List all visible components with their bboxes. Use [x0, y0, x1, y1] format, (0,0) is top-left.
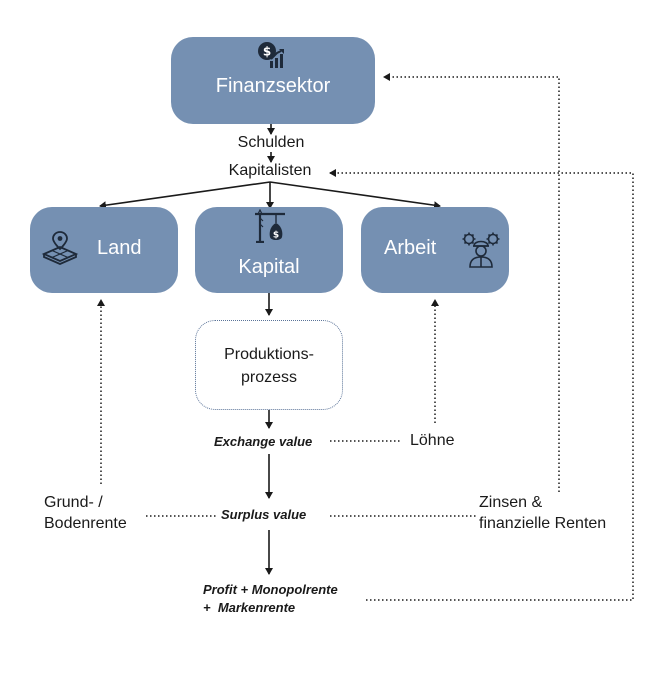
- label-grund-line1: Grund- /: [44, 494, 103, 511]
- svg-text:$: $: [273, 231, 279, 241]
- label-exchange-value: Exchange value: [214, 434, 313, 449]
- label-profit-line2: + Markenrente: [203, 600, 296, 615]
- node-kapital: [195, 207, 343, 293]
- svg-text:$: $: [263, 45, 271, 59]
- crane-money-bag-icon: $: [254, 208, 286, 244]
- dotted-profit-to-kapitalisten: [329, 169, 634, 601]
- node-arbeit: [361, 207, 509, 293]
- label-zinsen-line1: Zinsen &: [479, 494, 543, 511]
- label-kapital: Kapital: [238, 256, 300, 278]
- label-kapitalisten: Kapitalisten: [228, 162, 312, 179]
- label-land: Land: [97, 237, 142, 259]
- label-produktion-line2: prozess: [240, 369, 298, 386]
- money-growth-icon: $: [256, 40, 286, 70]
- arrow-to-arbeit: [269, 181, 441, 210]
- arrow-to-land: [99, 181, 271, 210]
- land-plot-icon: [40, 230, 80, 266]
- label-produktion-line1: Produktions-: [224, 346, 314, 363]
- label-zinsen-line2: finanzielle Renten: [479, 515, 607, 532]
- label-arbeit: Arbeit: [384, 237, 437, 259]
- label-loehne: Löhne: [410, 432, 455, 449]
- label-grund-line2: Bodenrente: [44, 515, 127, 532]
- label-finanzsektor: Finanzsektor: [215, 75, 331, 97]
- label-schulden: Schulden: [237, 134, 305, 151]
- worker-gears-icon: [461, 230, 501, 268]
- label-profit-line1: Profit + Monopolrente: [203, 582, 338, 597]
- node-produktionsprozess: [195, 320, 343, 410]
- label-surplus-value: Surplus value: [221, 507, 307, 522]
